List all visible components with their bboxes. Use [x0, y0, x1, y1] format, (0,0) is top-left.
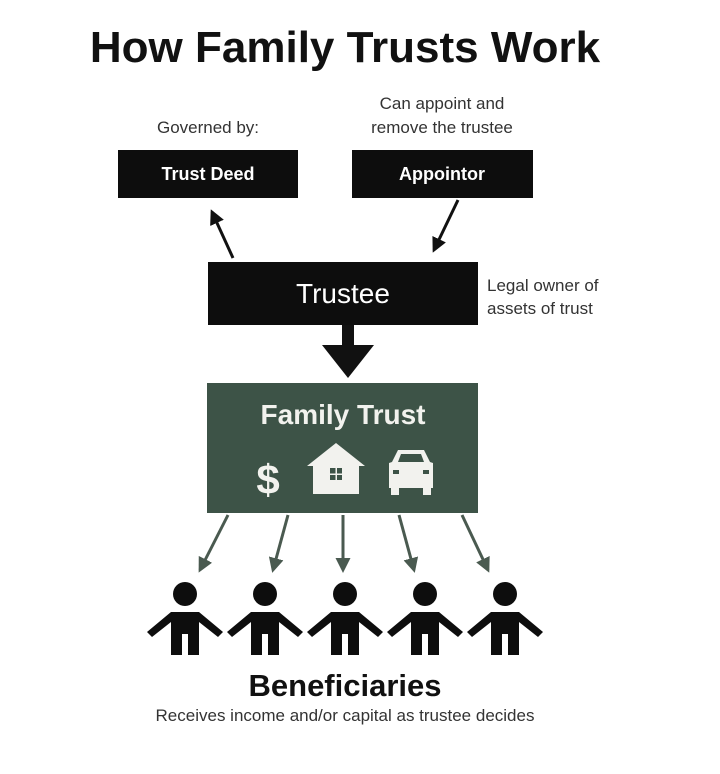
house-icon	[307, 443, 365, 494]
page-title: How Family Trusts Work	[90, 23, 601, 72]
arrow-trustee-to-trust	[322, 325, 374, 378]
beneficiary-people	[147, 582, 543, 655]
appointor-note-line1: Can appoint and	[380, 94, 505, 113]
person-icon	[387, 582, 463, 655]
trustee-box: Trustee	[208, 262, 478, 325]
appointor-note-line2: remove the trustee	[371, 118, 513, 137]
appointor-label: Appointor	[399, 164, 485, 184]
beneficiary-arrow	[198, 514, 230, 573]
trust-deed-box: Trust Deed	[118, 150, 298, 198]
trustee-label: Trustee	[296, 278, 390, 309]
trustee-note-line1: Legal owner of	[487, 276, 599, 295]
family-trust-box: Family Trust $	[207, 383, 478, 513]
trust-deed-label: Trust Deed	[161, 164, 254, 184]
beneficiary-arrows	[198, 514, 490, 573]
person-icon	[307, 582, 383, 655]
trustee-note-line2: assets of trust	[487, 299, 593, 318]
person-icon	[227, 582, 303, 655]
beneficiaries-description: Receives income and/or capital as truste…	[156, 706, 535, 725]
appointor-box: Appointor	[352, 150, 533, 198]
family-trust-label: Family Trust	[261, 399, 426, 430]
beneficiary-arrow	[268, 514, 290, 573]
arrow-trustee-to-deed	[210, 209, 235, 259]
beneficiary-arrow	[460, 514, 490, 573]
arrow-appointor-to-trustee	[432, 199, 460, 253]
person-icon	[467, 582, 543, 655]
person-icon	[147, 582, 223, 655]
beneficiary-arrow	[397, 514, 419, 573]
trust-deed-note: Governed by:	[157, 118, 259, 137]
beneficiaries-label: Beneficiaries	[249, 668, 442, 703]
dollar-icon: $	[256, 456, 279, 503]
car-icon	[389, 450, 433, 495]
